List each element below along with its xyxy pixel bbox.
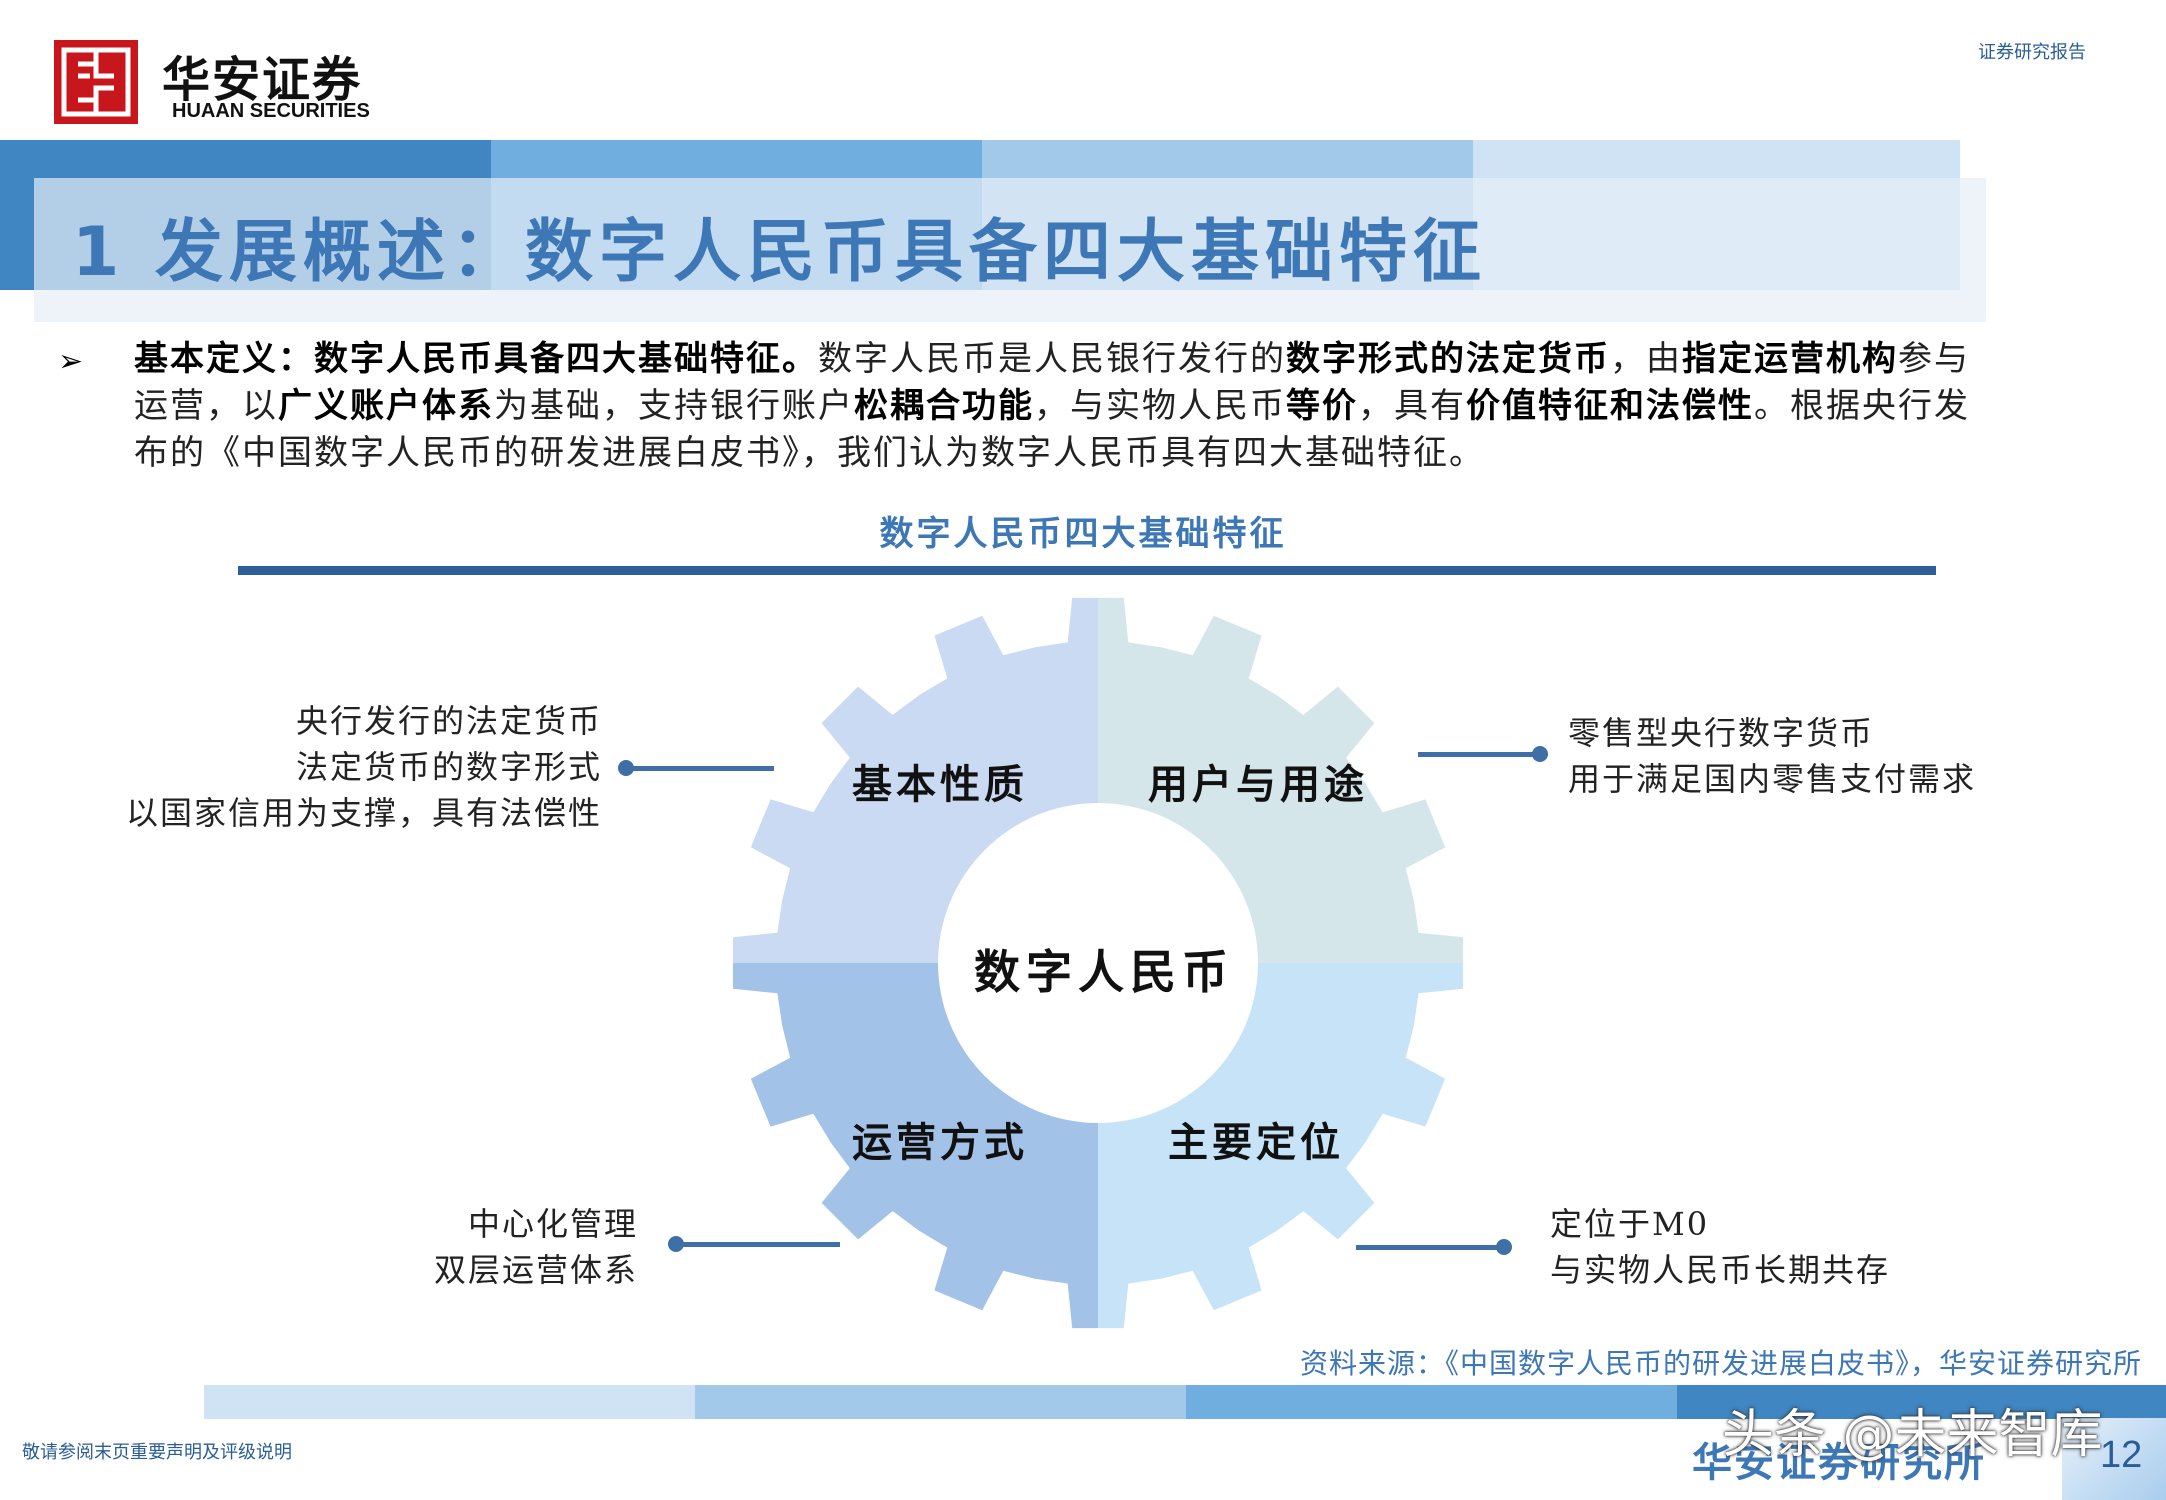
intro-segment: 数字形式的法定货币 xyxy=(1286,339,1610,379)
note-operation-mode: 中心化管理 双层运营体系 xyxy=(238,1201,638,1293)
disclaimer-link[interactable]: 敬请参阅末页重要声明及评级说明 xyxy=(22,1442,292,1463)
watermark: 头条 @未来智库 xyxy=(1722,1405,2103,1465)
footer-brand: 华安证券研究所 xyxy=(1692,1440,1986,1486)
note-users-usage: 零售型央行数字货币 用于满足国内零售支付需求 xyxy=(1568,710,2128,802)
note-line: 法定货币的数字形式 xyxy=(295,748,602,786)
intro-segment: 等价 xyxy=(1286,386,1358,426)
intro-segment: 价值特征和法偿性 xyxy=(1466,386,1754,426)
intro-segment: 数字人民币是人民银行发行的 xyxy=(818,339,1286,379)
logo-mark-icon xyxy=(54,40,138,124)
bullet-icon: ➢ xyxy=(58,344,84,379)
intro-segment: 广义账户体系 xyxy=(278,386,494,426)
intro-segment: ，具有 xyxy=(1358,386,1466,426)
intro-segment: 松耦合功能 xyxy=(854,386,1034,426)
note-line: 定位于M0 xyxy=(1550,1205,1710,1243)
quadrant-label-main-positioning: 主要定位 xyxy=(1168,1120,1344,1166)
connector-line xyxy=(676,1242,840,1247)
center-label: 数字人民币 xyxy=(974,945,1234,999)
title-panel xyxy=(34,178,1986,322)
diagram-title: 数字人民币四大基础特征 xyxy=(879,514,1287,554)
source-note: 资料来源：《中国数字人民币的研发进展白皮书》，华安证券研究所 xyxy=(1299,1347,2142,1380)
center-circle xyxy=(938,803,1258,1123)
note-line: 零售型央行数字货币 xyxy=(1568,714,1875,752)
intro-paragraph: 基本定义：数字人民币具备四大基础特征。数字人民币是人民银行发行的数字形式的法定货… xyxy=(134,336,1984,477)
intro-segment: 基本定义：数字人民币具备四大基础特征。 xyxy=(134,339,818,379)
quadrant-label-basic-nature: 基本性质 xyxy=(852,762,1028,808)
note-line: 中心化管理 xyxy=(467,1205,638,1243)
intro-segment: 指定运营机构 xyxy=(1682,339,1898,379)
connector-line xyxy=(1356,1245,1504,1250)
note-line: 用于满足国内零售支付需求 xyxy=(1568,760,1977,798)
connector-line xyxy=(1418,752,1540,757)
quadrant-label-operation-mode: 运营方式 xyxy=(852,1120,1028,1166)
intro-segment: 为基础，支持银行账户 xyxy=(494,386,854,426)
connector-dot xyxy=(1532,746,1548,762)
intro-segment: ，由 xyxy=(1610,339,1682,379)
brand-name-en: HUAAN SECURITIES xyxy=(172,100,370,122)
connector-line xyxy=(626,766,774,771)
diagram-divider xyxy=(238,566,1936,575)
quadrant-label-users-usage: 用户与用途 xyxy=(1148,762,1368,808)
footer-band-3 xyxy=(1186,1385,1677,1419)
page-title: 1 发展概述：数字人民币具备四大基础特征 xyxy=(72,213,1487,292)
intro-segment: 。根据央行发布的《中国数字人民币的研发进展白皮书》，我们认为数字人民币具有四大基… xyxy=(134,386,1970,473)
note-line: 央行发行的法定货币 xyxy=(295,702,602,740)
brand-name-cn: 华安证券 xyxy=(162,52,363,108)
note-main-positioning: 定位于M0 与实物人民币长期共存 xyxy=(1550,1201,2070,1293)
page-corner xyxy=(2062,1418,2166,1500)
note-basic-nature: 央行发行的法定货币 法定货币的数字形式 以国家信用为支撑，具有法偿性 xyxy=(2,698,602,836)
connector-dot xyxy=(1496,1239,1512,1255)
page-number: 12 xyxy=(2100,1434,2143,1476)
intro-segment: ，与实物人民币 xyxy=(1034,386,1286,426)
note-line: 以国家信用为支撑，具有法偿性 xyxy=(125,794,602,832)
note-line: 与实物人民币长期共存 xyxy=(1550,1251,1891,1289)
footer-band-2 xyxy=(695,1385,1186,1419)
report-type-tag: 证券研究报告 xyxy=(1978,42,2086,63)
gear-diagram xyxy=(732,597,1464,1329)
footer-band-4 xyxy=(1677,1385,2166,1419)
footer-band-1 xyxy=(204,1385,695,1419)
brand-logo xyxy=(54,40,138,124)
note-line: 双层运营体系 xyxy=(433,1251,638,1289)
intro-segment: 参与运营，以 xyxy=(134,339,1970,426)
